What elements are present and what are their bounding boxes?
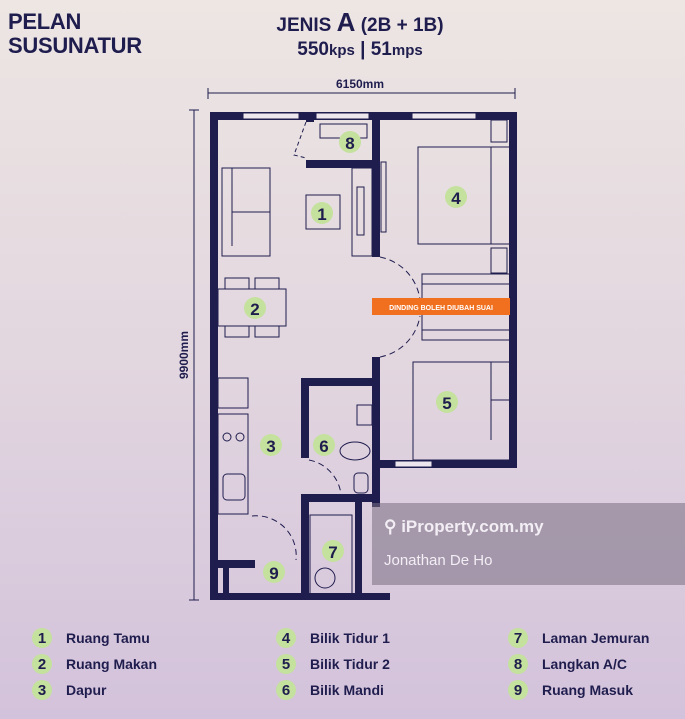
height-dimension: 9900mm xyxy=(177,331,191,379)
width-dimension: 6150mm xyxy=(336,77,384,91)
furniture xyxy=(217,119,511,596)
room-3-number: 3 xyxy=(266,437,275,456)
room-9-number: 9 xyxy=(269,564,278,583)
room-8-number: 8 xyxy=(345,134,354,153)
unit-type: JENIS A (2B + 1B) 550kps | 51mps xyxy=(200,9,520,63)
room-badges: 1 2 3 4 5 6 7 8 9 xyxy=(244,131,467,583)
room-5-number: 5 xyxy=(442,394,451,413)
dimension-lines xyxy=(189,88,516,601)
adjustable-wall-label: DINDING BOLEH DIUBAH SUAI xyxy=(389,305,493,312)
room-7-number: 7 xyxy=(328,543,337,562)
room-2-number: 2 xyxy=(250,300,259,319)
windows xyxy=(242,112,477,468)
unit-area: 550kps | 51mps xyxy=(297,39,423,60)
plan-title: PELAN SUSUNATUR xyxy=(8,9,142,58)
watermark: ⚲ iProperty.com.my Jonathan De Ho xyxy=(372,503,685,585)
room-1-number: 1 xyxy=(317,205,326,224)
room-4-number: 4 xyxy=(451,189,461,208)
room-6-number: 6 xyxy=(319,437,328,456)
agent-name: Jonathan De Ho xyxy=(384,552,493,569)
location-pin-icon: ⚲ xyxy=(384,517,397,536)
adjustable-wall xyxy=(372,298,510,315)
